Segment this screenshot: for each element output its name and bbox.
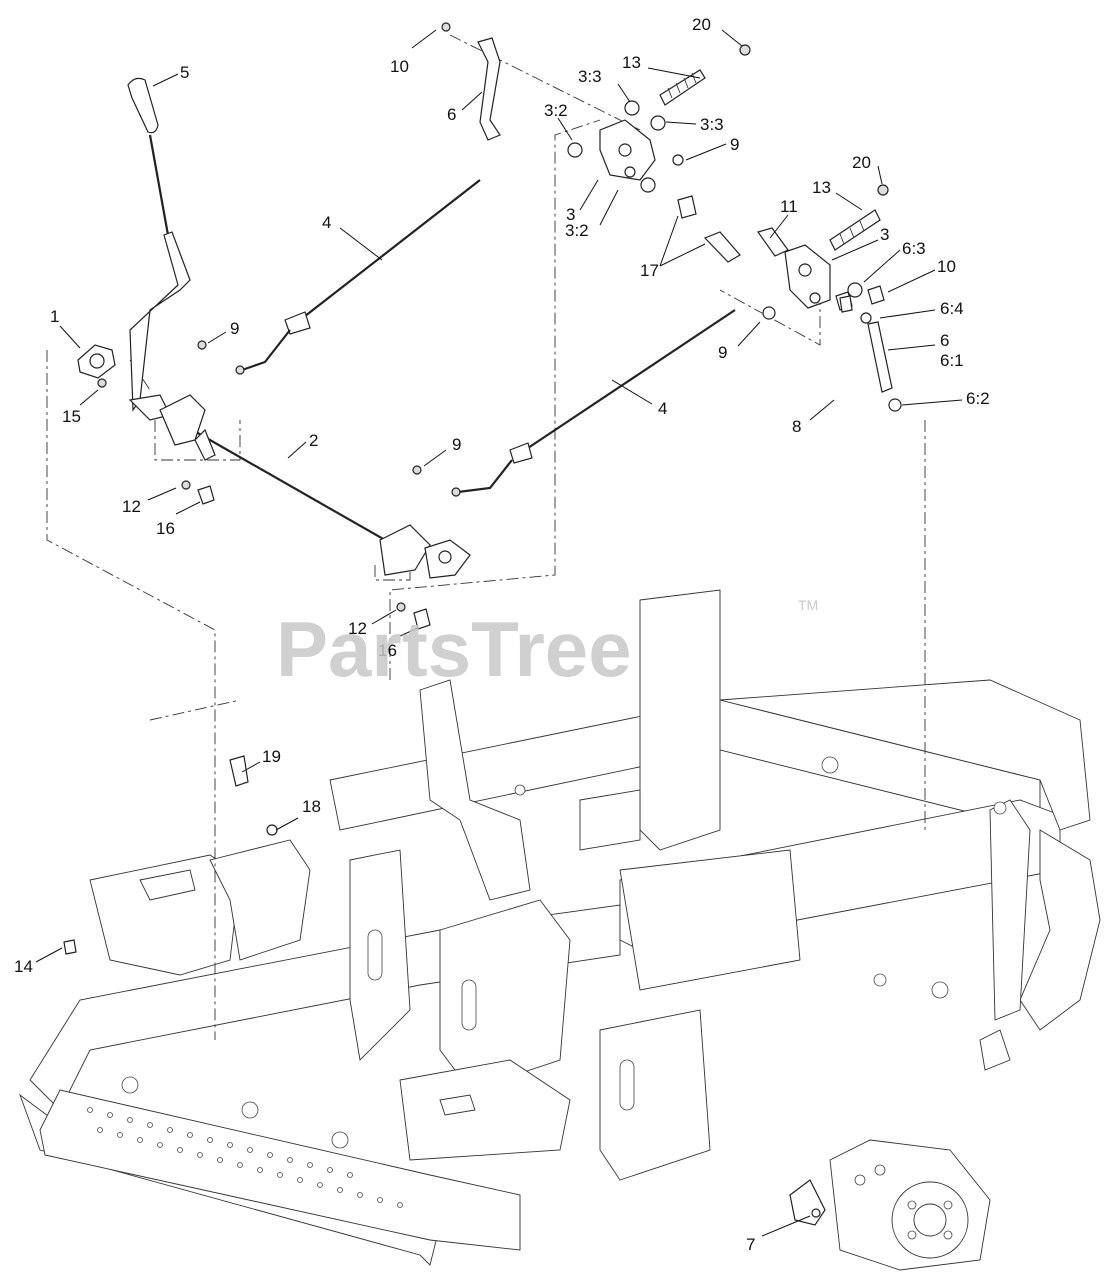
leader-lines xyxy=(35,29,963,1237)
control-rod-lower xyxy=(412,309,736,497)
floor-plate-holes xyxy=(87,1076,403,1208)
callout-7: 7 xyxy=(746,1235,755,1254)
callout-3-2: 3:2 xyxy=(565,221,589,240)
callout-16: 16 xyxy=(378,641,397,660)
hardware-left xyxy=(181,480,431,630)
callout-20: 20 xyxy=(692,15,711,34)
callout-2: 2 xyxy=(309,431,318,450)
upper-pivot-bracket xyxy=(441,22,751,219)
motion-control-lever xyxy=(127,77,191,421)
callout-5: 5 xyxy=(180,63,189,82)
flange-bearing xyxy=(77,344,116,388)
callout-17: 17 xyxy=(640,261,659,280)
callout-3-3: 3:3 xyxy=(700,115,724,134)
right-pivot-bracket xyxy=(703,184,902,412)
callout-19: 19 xyxy=(262,747,281,766)
callout-6: 6 xyxy=(447,105,456,124)
callout-11: 11 xyxy=(780,197,798,216)
watermark: PartsTree TM xyxy=(276,597,818,693)
callout-6-2: 6:2 xyxy=(966,389,990,408)
callout-4: 4 xyxy=(322,213,331,232)
callout-18: 18 xyxy=(302,797,321,816)
callout-9: 9 xyxy=(452,435,461,454)
callout-8: 8 xyxy=(792,417,801,436)
callout-9: 9 xyxy=(730,135,739,154)
callout-3-2: 3:2 xyxy=(544,101,568,120)
callout-6-3: 6:3 xyxy=(902,239,926,258)
callout-12: 12 xyxy=(122,497,141,516)
callout-4: 4 xyxy=(658,399,667,418)
callout-15: 15 xyxy=(62,407,81,426)
callout-3-3: 3:3 xyxy=(578,67,602,86)
callout-16: 16 xyxy=(156,519,175,538)
hydro-transmission xyxy=(789,1139,991,1271)
callout-13: 13 xyxy=(622,53,641,72)
callout-3: 3 xyxy=(566,205,575,224)
callout-14: 14 xyxy=(14,957,33,976)
callout-12: 12 xyxy=(348,619,367,638)
callout-6-1: 6:1 xyxy=(940,351,964,370)
callout-9: 9 xyxy=(230,319,239,338)
callout-10: 10 xyxy=(937,257,956,276)
control-rod-upper xyxy=(197,179,481,375)
callout-6: 6 xyxy=(940,331,949,350)
callout-13: 13 xyxy=(812,178,831,197)
callout-9: 9 xyxy=(718,343,727,362)
callout-3: 3 xyxy=(880,225,889,244)
watermark-tm: TM xyxy=(798,597,818,613)
callout-20: 20 xyxy=(852,153,871,172)
callout-1: 1 xyxy=(50,307,59,326)
callout-10: 10 xyxy=(390,57,409,76)
watermark-text: PartsTree xyxy=(276,605,632,693)
assembly-guide-lines xyxy=(46,34,926,1040)
callout-labels: 10 20 5 13 3:3 6 3:2 3:3 9 20 3 13 4 11 … xyxy=(14,15,990,1254)
chassis-frame xyxy=(19,589,1101,1266)
control-shaft xyxy=(159,394,471,579)
hardware-frame xyxy=(63,295,853,955)
callout-6-4: 6:4 xyxy=(940,299,964,318)
